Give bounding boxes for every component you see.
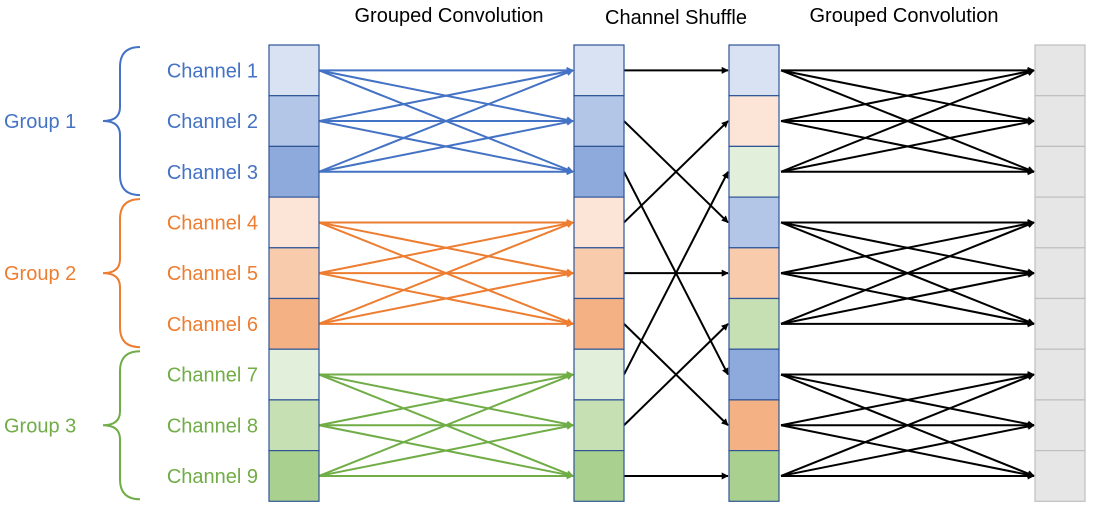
- conv1-connection-arrow: [318, 68, 574, 123]
- channel-label: Channel 6: [167, 314, 258, 336]
- input-channel-cell: [268, 95, 320, 147]
- shuffle-connection-arrow: [623, 323, 729, 426]
- conv1-connection-arrow: [318, 423, 574, 477]
- header-channel-shuffle: Channel Shuffle: [605, 7, 747, 29]
- conv2-connection-arrow: [780, 423, 1035, 477]
- conv2-connection-arrow: [780, 372, 1035, 427]
- channel-label: Channel 9: [167, 466, 258, 488]
- conv2-connection-arrow: [780, 69, 1035, 173]
- group-label: Group 2: [4, 263, 76, 285]
- conv2-connection-arrow: [780, 68, 1035, 123]
- output-channel-cell: [1034, 399, 1086, 452]
- input-channel-cell: [268, 450, 320, 502]
- channel-label: Channel 3: [167, 162, 258, 184]
- shuffled-channel-cell: [728, 399, 780, 452]
- output-channel-cell: [1034, 145, 1086, 198]
- conv2-connection-arrow: [780, 373, 1035, 477]
- conv1-output-channel-cell: [573, 450, 625, 502]
- conv1-output-channel-cell: [573, 297, 625, 350]
- output-channel-cell: [1034, 247, 1086, 300]
- group-brace: [102, 198, 141, 349]
- conv1-output-channel-cell: [573, 348, 625, 401]
- conv1-connection-arrow: [318, 372, 574, 427]
- group-label: Group 1: [4, 111, 76, 133]
- input-channel-cell: [268, 145, 320, 198]
- shuffled-channel-cell: [728, 348, 780, 401]
- input-channel-cell: [268, 297, 320, 350]
- shuffled-channel-cell: [728, 247, 780, 300]
- shuffle-connection-arrow: [623, 120, 729, 224]
- header-grouped-convolution-2: Grouped Convolution: [809, 5, 998, 27]
- conv1-output-channel-cell: [573, 44, 625, 97]
- group-label: Group 3: [4, 415, 76, 437]
- channel-label: Channel 2: [167, 111, 258, 133]
- conv2-connection-arrow: [780, 220, 1035, 275]
- shuffled-channel-cell: [728, 297, 780, 350]
- input-channel-cell: [268, 348, 320, 401]
- shuffled-channel-cell: [728, 145, 780, 198]
- header-grouped-convolution-1: Grouped Convolution: [354, 5, 543, 27]
- conv1-connection-arrow: [318, 69, 574, 173]
- conv2-connection-arrow: [780, 270, 1035, 325]
- input-channel-cell: [268, 44, 320, 97]
- conv1-connection-arrow: [318, 373, 574, 477]
- conv1-output-channel-cell: [573, 247, 625, 300]
- group-brace: [102, 350, 141, 501]
- output-channel-cell: [1034, 450, 1086, 502]
- conv1-output-channel-cell: [573, 196, 625, 249]
- shuffled-channel-cell: [728, 95, 780, 147]
- conv1-output-channel-cell: [573, 95, 625, 147]
- conv1-connection-arrow: [318, 220, 574, 275]
- input-channel-cell: [268, 196, 320, 249]
- conv1-output-channel-cell: [573, 399, 625, 452]
- channel-label: Channel 8: [167, 415, 258, 437]
- conv2-connection-arrow: [780, 118, 1035, 173]
- shuffled-channel-cell: [728, 44, 780, 97]
- channel-label: Channel 5: [167, 263, 258, 285]
- output-channel-cell: [1034, 297, 1086, 350]
- output-channel-cell: [1034, 44, 1086, 97]
- shuffled-channel-cell: [728, 450, 780, 502]
- conv1-connection-arrow: [318, 221, 574, 325]
- input-channel-cell: [268, 399, 320, 452]
- group-brace: [102, 46, 141, 197]
- output-channel-cell: [1034, 196, 1086, 249]
- shuffle-connection-arrow: [623, 171, 729, 376]
- channel-label: Channel 4: [167, 212, 258, 234]
- conv1-connection-arrow: [318, 270, 574, 325]
- channel-label: Channel 1: [167, 60, 258, 82]
- shuffled-channel-cell: [728, 196, 780, 249]
- conv1-output-channel-cell: [573, 145, 625, 198]
- input-channel-cell: [268, 247, 320, 300]
- channel-label: Channel 7: [167, 365, 258, 387]
- output-channel-cell: [1034, 95, 1086, 147]
- output-channel-cell: [1034, 348, 1086, 401]
- conv2-connection-arrow: [780, 221, 1035, 325]
- conv1-connection-arrow: [318, 118, 574, 173]
